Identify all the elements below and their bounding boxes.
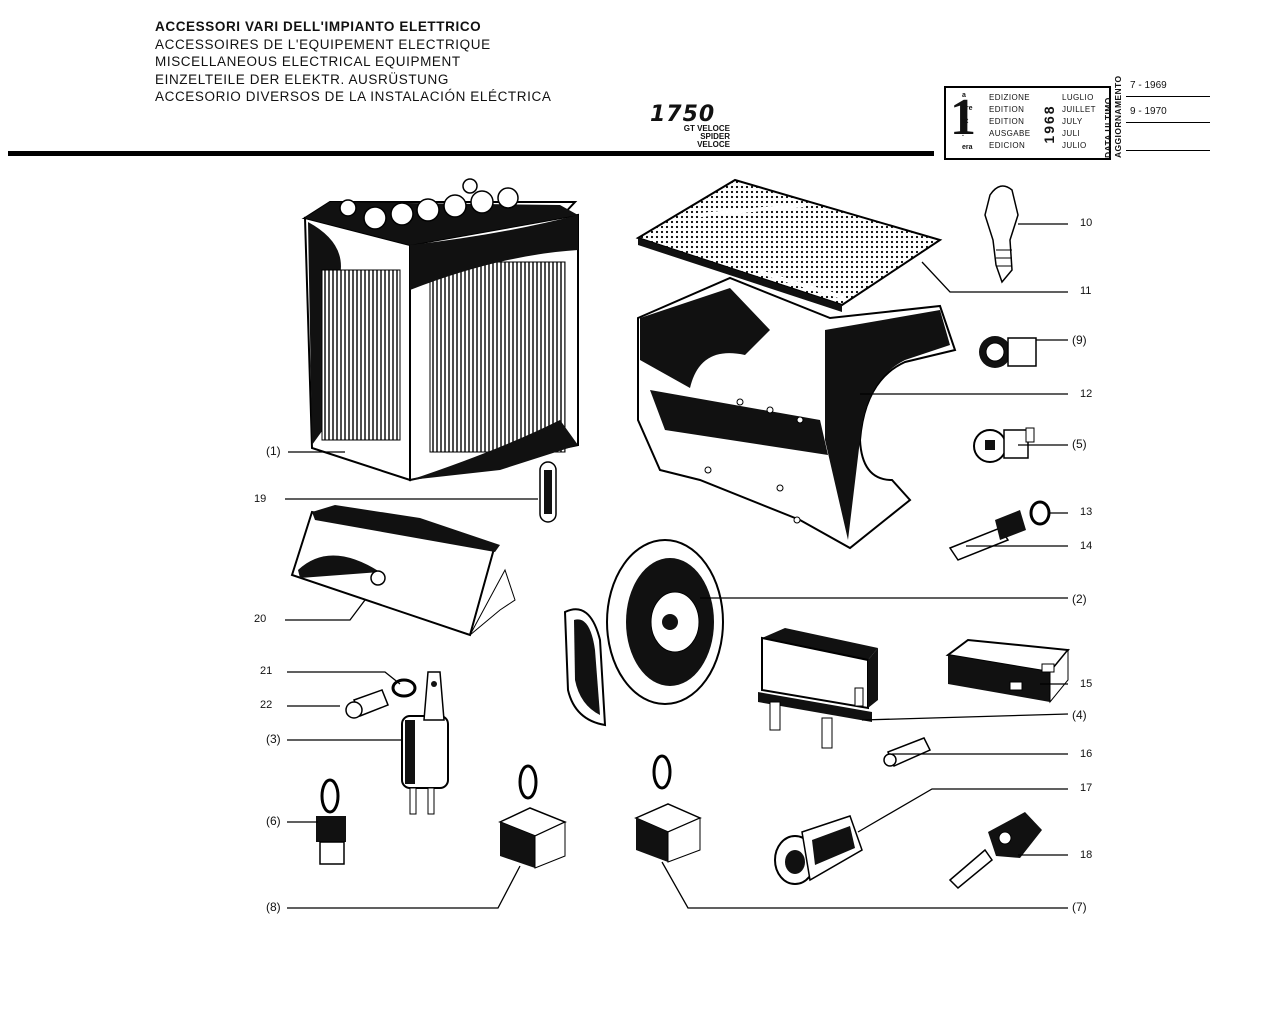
edition-month: JULIO [1062,141,1087,150]
switch-5 [973,427,1035,463]
screw-capacitor-mount [345,689,389,719]
edition-suffix: ere [962,105,973,112]
title-italian: ACCESSORI VARI DELL'IMPIANTO ELETTRICO [155,19,482,34]
variant-spider-veloce: SPIDER VELOCE [697,132,730,149]
callout-2: (2) [1072,592,1087,606]
model-variants: GT VELOCE SPIDER VELOCE [668,125,730,149]
multilingual-title-block: ACCESSORI VARI DELL'IMPIANTO ELETTRICO A… [155,18,551,106]
update-date: 9 - 1970 [1130,106,1167,117]
toggle-switch-6 [316,778,346,865]
switch-9 [979,336,1037,368]
update-line [1126,150,1210,151]
callout-4: (4) [1072,708,1087,722]
edition-suffix: . [962,131,964,138]
callout-16: 16 [1080,748,1093,760]
callout-15: 15 [1080,678,1093,690]
fuse [539,461,557,523]
edition-suffix: era [962,144,973,151]
toggle-switch-8 [498,764,567,869]
edition-month: JULY [1062,117,1083,126]
edition-month: JULI [1062,129,1081,138]
callout-3: (3) [266,732,281,746]
relay [758,628,878,749]
battery-tray-plate [635,178,943,312]
leader-lines [285,223,1069,909]
callout-13: 13 [1080,506,1093,518]
callout-18: 18 [1080,849,1093,861]
callout-10: 10 [1080,217,1093,229]
callout-11: 11 [1080,285,1092,297]
edition-label: EDITION [989,117,1025,126]
update-line [1126,96,1210,97]
variant-gt-veloce: GT VELOCE [683,124,730,133]
callout-7: (7) [1072,900,1087,914]
callout-21: 21 [260,665,273,677]
toggle-switch-7 [634,754,702,863]
callout-8: (8) [266,900,281,914]
edition-label: AUSGABE [989,129,1031,138]
title-spanish: ACCESORIO DIVERSOS DE LA INSTALACIÓN ELÉ… [155,89,552,104]
battery [301,178,579,482]
callout-9: (9) [1072,333,1087,347]
callout-6: (6) [266,814,281,828]
update-line [1126,122,1210,123]
header-rule [8,151,934,156]
model-number: 1750 [650,102,716,127]
edition-label: EDITION [989,105,1025,114]
callout-5: (5) [1072,437,1087,451]
cable-clip [984,185,1019,284]
edition-suffix: a [962,92,966,99]
edition-box: 1 a ere st . era EDIZIONE EDITION EDITIO… [944,86,1111,160]
callout-14: 14 [1080,540,1093,552]
callout-20: 20 [254,613,267,625]
edition-suffix: st [962,118,969,125]
washer [391,678,417,698]
capacitor [401,671,449,815]
battery-bracket [637,276,957,550]
title-german: EINZELTEILE DER ELEKTR. AUSRÜSTUNG [155,71,449,87]
edition-number: 1 [950,89,976,146]
title-english: MISCELLANEOUS ELECTRICAL EQUIPMENT [155,54,461,69]
edition-month: JUILLET [1062,105,1096,114]
sealing-washer [1029,500,1051,526]
title-french: ACCESSOIRES DE L'EQUIPEMENT ELECTRIQUE [155,36,491,52]
edition-label: EDIZIONE [989,93,1030,102]
callout-19: 19 [254,493,267,505]
callout-17: 17 [1080,782,1093,794]
horn [563,539,724,727]
flasher-unit [945,638,1070,704]
callout-1: (1) [266,444,281,458]
push-button [774,815,863,885]
edition-label: EDICION [989,141,1026,150]
update-date: 7 - 1969 [1130,80,1167,91]
edition-month: LUGLIO [1062,93,1094,102]
pressure-sender [948,510,1026,561]
callout-12: 12 [1080,388,1093,400]
terminal-cover [290,505,516,637]
callout-22: 22 [260,699,273,711]
screw-relay-mount [883,737,932,767]
switch-18 [948,812,1042,890]
